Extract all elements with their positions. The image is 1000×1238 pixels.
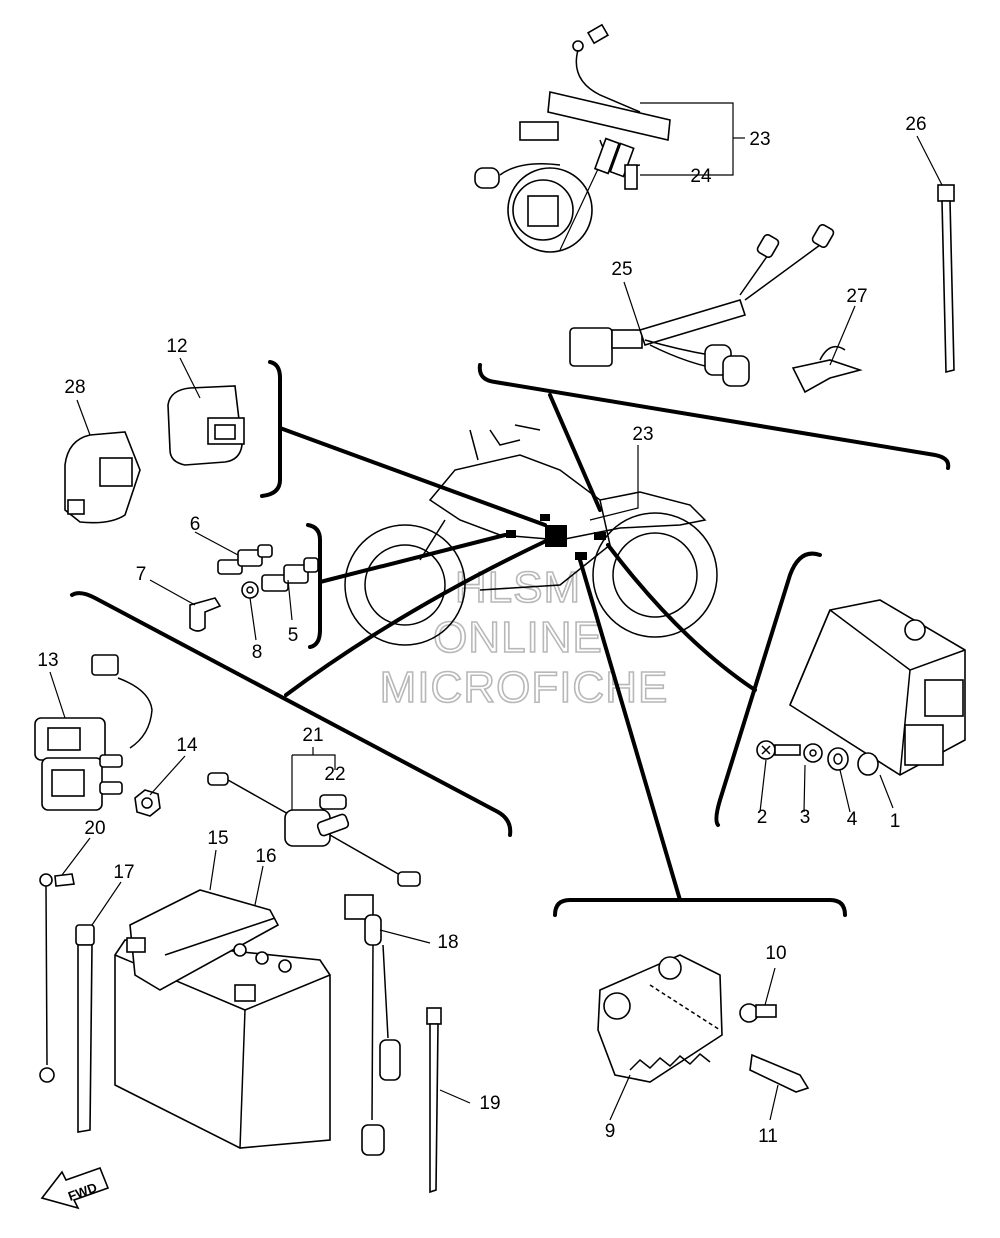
callout-3: 3 [800, 807, 811, 828]
callout-17: 17 [113, 862, 134, 883]
watermark-line2: ONLINE [433, 613, 603, 662]
nut-14 [134, 789, 161, 817]
callout-21: 21 [302, 725, 323, 746]
callout-5: 5 [288, 625, 299, 646]
callout-15: 15 [207, 828, 228, 849]
clamp-27 [791, 345, 863, 394]
callout-labels: 1 2 3 4 5 6 7 8 9 10 11 12 13 14 15 16 1… [37, 114, 926, 1147]
callout-18: 18 [437, 932, 458, 953]
sensor-switches-5-8 [189, 544, 319, 632]
battery-15-16 [114, 889, 331, 1149]
starter-relay-13 [34, 654, 153, 811]
callout-9: 9 [605, 1121, 616, 1142]
harness-junction-marks [506, 514, 606, 560]
callout-25: 25 [611, 259, 632, 280]
sub-harness-25 [569, 224, 835, 387]
callout-8: 8 [252, 642, 263, 663]
callout-12: 12 [166, 336, 187, 357]
callout-13: 13 [37, 650, 58, 671]
callout-16: 16 [255, 846, 276, 867]
ground-lead-20 [39, 873, 75, 1083]
callout-27: 27 [846, 286, 867, 307]
ecu-1-4 [756, 599, 966, 776]
callout-7: 7 [136, 564, 147, 585]
callout-6: 6 [190, 514, 201, 535]
callout-23-top: 23 [749, 129, 770, 150]
callout-28: 28 [64, 377, 85, 398]
fwd-arrow: FWD [40, 1166, 110, 1210]
callout-26: 26 [905, 114, 926, 135]
fuse-assy-21-22 [207, 772, 421, 887]
callout-4: 4 [847, 809, 858, 830]
motorcycle-silhouette [344, 424, 718, 646]
callout-23-bike: 23 [632, 424, 653, 445]
callout-10: 10 [765, 943, 786, 964]
callout-11: 11 [758, 1126, 778, 1147]
relay-12 [167, 385, 245, 466]
callout-19: 19 [479, 1093, 500, 1114]
cable-tie-19 [426, 1007, 442, 1194]
callout-22: 22 [324, 764, 345, 785]
callout-1: 1 [890, 811, 901, 832]
breather-hose-17 [75, 924, 95, 1133]
callout-20: 20 [84, 818, 105, 839]
rectifier-9-11 [597, 954, 810, 1093]
group-leaders [70, 360, 951, 917]
cable-tie-26 [937, 184, 955, 374]
watermark-line3: MICROFICHE [380, 663, 669, 712]
lead-18 [344, 894, 401, 1156]
relay-28 [64, 431, 141, 524]
wire-harness-top [474, 23, 671, 253]
callout-24: 24 [690, 166, 712, 187]
callout-2: 2 [757, 807, 768, 828]
callout-leaders [49, 102, 943, 1121]
callout-14: 14 [176, 735, 198, 756]
watermark: HLSM ONLINE MICROFICHE [379, 562, 669, 713]
